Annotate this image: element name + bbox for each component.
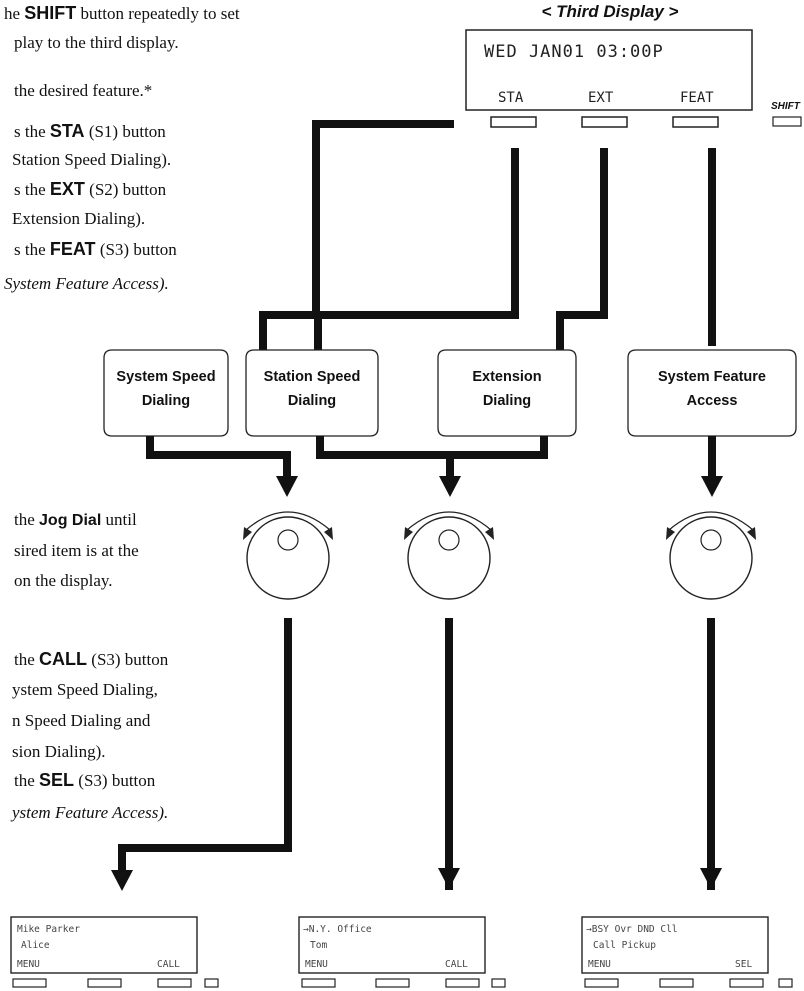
instruction-sel: the SEL (S3) button	[14, 770, 156, 790]
softkey-label-sta: STA	[498, 90, 524, 106]
jog-dial-2[interactable]	[404, 511, 494, 600]
feature-box-system-speed: System Speed Dialing	[103, 349, 229, 437]
softkey-label-ext: EXT	[588, 90, 614, 106]
connector-station-extension-merge	[316, 436, 548, 459]
bottom-display-2-screen	[298, 916, 486, 974]
bottom-display-3-line2: Call Pickup	[593, 940, 656, 951]
instruction-feat-paren: System Feature Access).	[4, 274, 169, 293]
feature-box-system-speed-line1: System Speed	[116, 369, 215, 385]
instruction-jog-line3: on the display.	[14, 571, 113, 590]
instruction-call-line3: n Speed Dialing and	[12, 711, 151, 730]
bottom-display-1-right-key: CALL	[157, 959, 180, 970]
instruction-call: the CALL (S3) button	[14, 649, 169, 669]
middle-arrowheads	[276, 476, 723, 497]
connector-system-speed-to-dial	[146, 436, 291, 478]
connector-dial1-to-display1	[118, 618, 292, 872]
top-connectors	[259, 120, 716, 353]
jog-dial-1[interactable]	[243, 511, 333, 600]
bottom-display-3-softkey-2[interactable]	[659, 978, 694, 988]
instruction-jog: the Jog Dial until	[14, 510, 137, 529]
feature-boxes: System Speed Dialing Station Speed Diali…	[103, 349, 797, 437]
instruction-sta: s the STA (S1) button	[14, 121, 166, 141]
bottom-display-3-line1: →BSY Ovr DND Cll	[586, 924, 678, 935]
feature-box-station-speed-line2: Dialing	[288, 393, 336, 409]
bottom-display-3-softkey-1[interactable]	[584, 978, 619, 988]
softkey-s1-button[interactable]	[490, 116, 537, 128]
feature-box-system-feature: System Feature Access	[627, 349, 797, 437]
feature-box-station-speed: Station Speed Dialing	[245, 349, 379, 437]
lower-connectors	[118, 618, 715, 950]
bottom-display-1-softkey-1[interactable]	[12, 978, 47, 988]
bottom-display-2-right-key: CALL	[445, 959, 468, 970]
bottom-display-3-right-key: SEL	[735, 959, 752, 970]
instruction-feat: s the FEAT (S3) button	[14, 239, 177, 259]
jog-dials	[243, 511, 756, 600]
feature-box-extension-line2: Dialing	[483, 393, 531, 409]
feature-box-system-feature-line2: Access	[687, 393, 738, 409]
jog-dial-3[interactable]	[666, 511, 756, 600]
bottom-display-3-shift-key[interactable]	[778, 978, 793, 988]
bottom-display-2-shift-key[interactable]	[491, 978, 506, 988]
connector-s1-to-station-speed	[314, 148, 519, 353]
arrowhead-dial3	[701, 476, 723, 497]
bottom-display-1-softkey-3[interactable]	[157, 978, 192, 988]
arrowhead-display1	[111, 870, 133, 891]
instruction-jog-line2: sired item is at the	[14, 541, 139, 560]
instruction-call-line2: ystem Speed Dialing,	[12, 680, 158, 699]
lower-arrowheads	[111, 868, 722, 891]
feature-box-system-speed-line2: Dialing	[142, 393, 190, 409]
third-display-title: < Third Display >	[542, 2, 679, 21]
feature-box-extension-line1: Extension	[472, 369, 541, 385]
middle-connectors	[146, 436, 716, 478]
bottom-display-3: →BSY Ovr DND Cll Call Pickup MENU SEL	[581, 916, 793, 988]
arrowhead-dial2	[439, 476, 461, 497]
arrowhead-display2	[438, 868, 460, 889]
instruction-select: the desired feature.*	[14, 81, 152, 100]
bottom-display-1-shift-key[interactable]	[204, 978, 219, 988]
bottom-display-2-line1: →N.Y. Office	[303, 924, 372, 935]
third-display-line1: WED JAN01 03:00P	[484, 42, 664, 62]
shift-label: SHIFT	[771, 101, 801, 112]
bottom-display-1-line2: Alice	[21, 940, 50, 951]
bottom-display-1-left-key: MENU	[17, 959, 40, 970]
bottom-display-1-line1: Mike Parker	[17, 924, 80, 935]
bottom-display-2-line2: Tom	[310, 940, 327, 951]
connector-s2-to-extension	[556, 148, 608, 353]
bottom-display-2-softkey-2[interactable]	[375, 978, 410, 988]
instruction-ext: s the EXT (S2) button	[14, 179, 167, 199]
softkey-label-feat: FEAT	[680, 90, 714, 106]
instruction-text: he SHIFT button repeatedly to set play t…	[4, 3, 240, 822]
shift-button[interactable]	[772, 116, 802, 127]
arrowhead-display3	[700, 868, 722, 889]
feature-box-system-feature-line1: System Feature	[658, 369, 766, 385]
bottom-display-3-screen	[581, 916, 769, 974]
third-display-screen	[465, 29, 753, 111]
instruction-shift-line2: play to the third display.	[14, 33, 179, 52]
instruction-sta-paren: Station Speed Dialing).	[12, 150, 171, 169]
feature-box-extension: Extension Dialing	[437, 349, 577, 437]
instruction-shift: he SHIFT button repeatedly to set	[4, 3, 240, 23]
bottom-display-3-left-key: MENU	[588, 959, 611, 970]
softkey-s2-button[interactable]	[581, 116, 628, 128]
instruction-call-line4: sion Dialing).	[12, 742, 106, 761]
arrowhead-dial1	[276, 476, 298, 497]
bottom-display-1: Mike Parker Alice MENU CALL	[10, 916, 219, 988]
feature-box-station-speed-line1: Station Speed	[264, 369, 361, 385]
bottom-display-2: →N.Y. Office Tom MENU CALL	[298, 916, 506, 988]
bottom-display-1-screen	[10, 916, 198, 974]
instruction-ext-paren: Extension Dialing).	[12, 209, 145, 228]
softkey-s3-button[interactable]	[672, 116, 719, 128]
bottom-display-3-softkey-3[interactable]	[729, 978, 764, 988]
bottom-display-2-softkey-3[interactable]	[445, 978, 480, 988]
bottom-display-2-left-key: MENU	[305, 959, 328, 970]
bottom-display-2-softkey-1[interactable]	[301, 978, 336, 988]
instruction-sel-line2: ystem Feature Access).	[10, 803, 168, 822]
bottom-display-1-softkey-2[interactable]	[87, 978, 122, 988]
third-display: < Third Display > WED JAN01 03:00P STA E…	[465, 2, 802, 128]
